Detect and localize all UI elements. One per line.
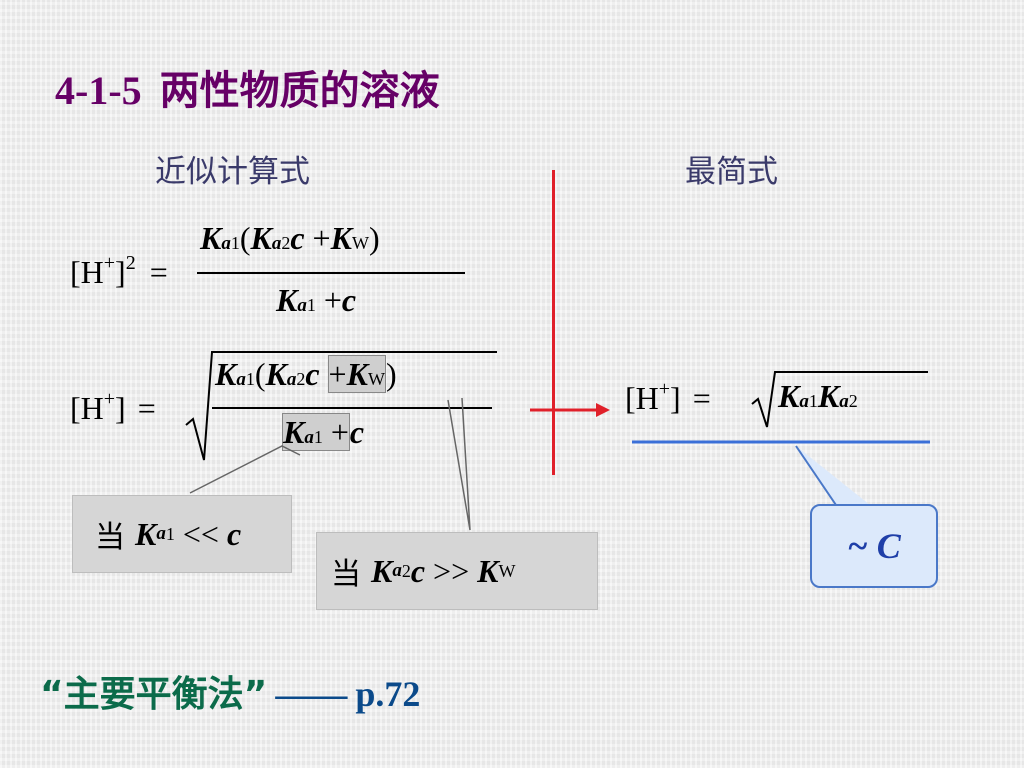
eq2-denominator: Ka1 +c [282,413,365,451]
eq2-numerator: Ka1(Ka2c +KW) [215,355,397,393]
eq3-lhs: [H+] = [625,378,711,416]
callout-connector-3 [795,445,870,506]
red-arrowhead [596,403,610,417]
column-divider [552,170,555,475]
eq1-fraction-bar [197,272,465,274]
footer-dash: —— [275,674,348,714]
eq1-numerator: Ka1(Ka2c +KW) [200,220,380,256]
eq3-radicand: Ka1Ka2 [778,378,858,414]
footer-reference: “主要平衡法”——p.72 [40,665,420,717]
approx-note-box: ~ C [810,504,938,588]
callout-connector-1 [189,445,301,494]
slide-title: 4-1-5 两性物质的溶液 [55,58,440,116]
eq1-lhs: [H+]2 = [70,252,168,290]
eq2-fraction-bar [212,407,492,409]
eq3-radical-sign [751,371,928,428]
eq2-lhs: [H+] = [70,388,156,426]
eq2-radical-sign [185,351,497,461]
simplest-formula-header: 最简式 [685,154,778,190]
kw-term-highlight: +KW [327,355,386,393]
method-name: “主要平衡法” [40,674,268,715]
eq1-denominator: Ka1 +c [276,282,357,318]
title-text: 两性物质的溶液 [159,68,440,114]
ka1-term-highlight: Ka1 + [282,413,350,451]
approx-formula-header: 近似计算式 [155,154,310,190]
callout-connector-2 [447,397,471,531]
page-reference: p.72 [355,674,421,714]
section-number: 4-1-5 [55,68,142,113]
